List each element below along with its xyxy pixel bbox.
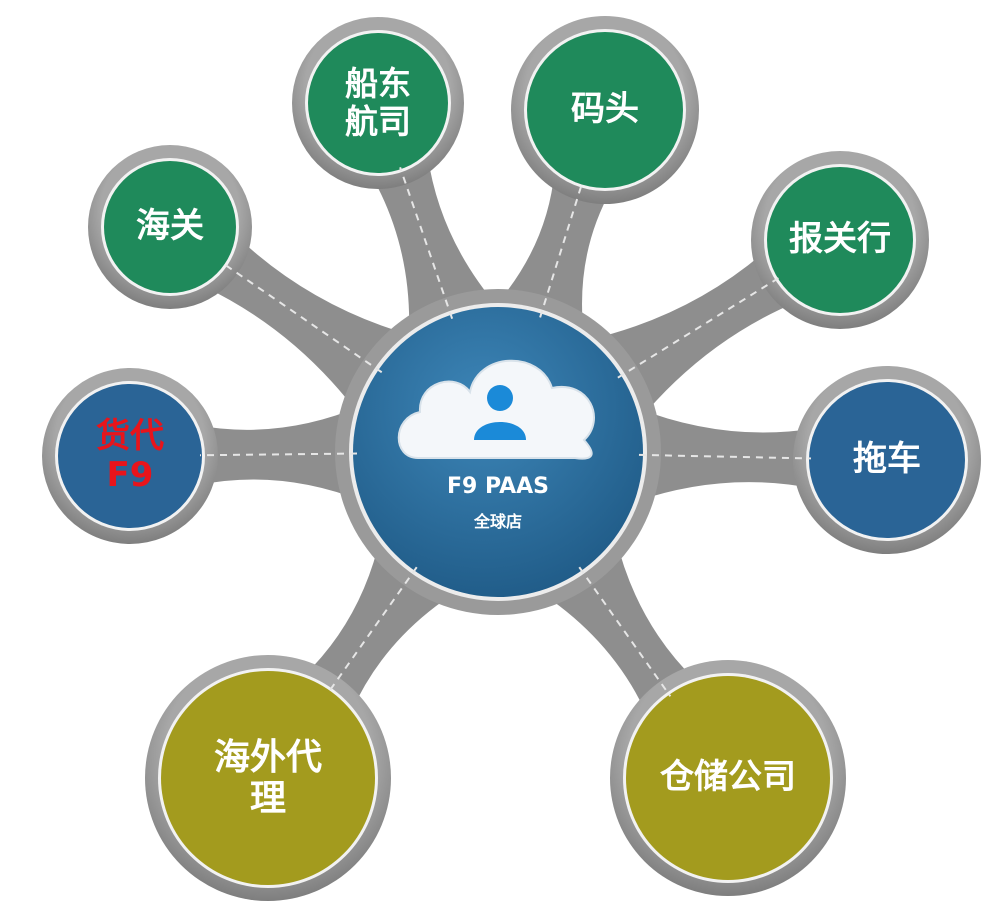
node-forwarder [58,384,202,528]
label-line: 拖车 [853,439,921,480]
dash-trucking [638,453,812,460]
hub-title: F9 PAAS [447,474,549,499]
node-terminal [527,32,683,188]
node-shipping-line [308,33,448,173]
node-rings [42,16,981,901]
label-customs: 海关 [104,161,236,293]
dash-warehouse [578,566,672,697]
node-customs-broker [767,167,913,313]
dash-forwarder [199,452,358,457]
hub-subtitle: 全球店 [473,512,522,532]
node-customs [104,161,236,293]
label-line: 报关行 [789,219,891,260]
label-line: F9 [106,455,154,495]
label-line: 航司 [345,102,411,141]
dash-customs-broker [617,276,781,379]
road-trucking [631,406,815,503]
label-line: 船东 [345,64,411,104]
node-overseas-agent [161,671,375,885]
label-warehouse: 仓储公司 [626,676,830,880]
label-line: 码头 [571,89,639,130]
label-line: 仓储公司 [660,757,796,798]
road-forwarder [196,405,364,502]
node-warehouse [626,676,830,880]
label-line: 海外代 [213,736,322,778]
dash-terminal [539,182,584,318]
label-trucking: 拖车 [809,382,965,538]
hub-group [335,289,661,615]
label-overseas-agent: 海外代理 [161,671,375,885]
label-shipping-line: 船东航司 [308,33,448,173]
node-trucking [809,382,965,538]
cloud-user-icon [397,359,595,460]
dash-shipping-line [399,166,454,319]
dashed-links [199,166,812,697]
hub-label: F9 PAAS 全球店 [388,474,608,532]
label-line: 理 [249,778,286,819]
dash-customs [222,262,383,374]
label-terminal: 码头 [527,32,683,188]
label-line: 货代 [96,415,164,456]
label-line: 海关 [136,206,204,247]
label-customs-broker: 报关行 [767,167,913,313]
